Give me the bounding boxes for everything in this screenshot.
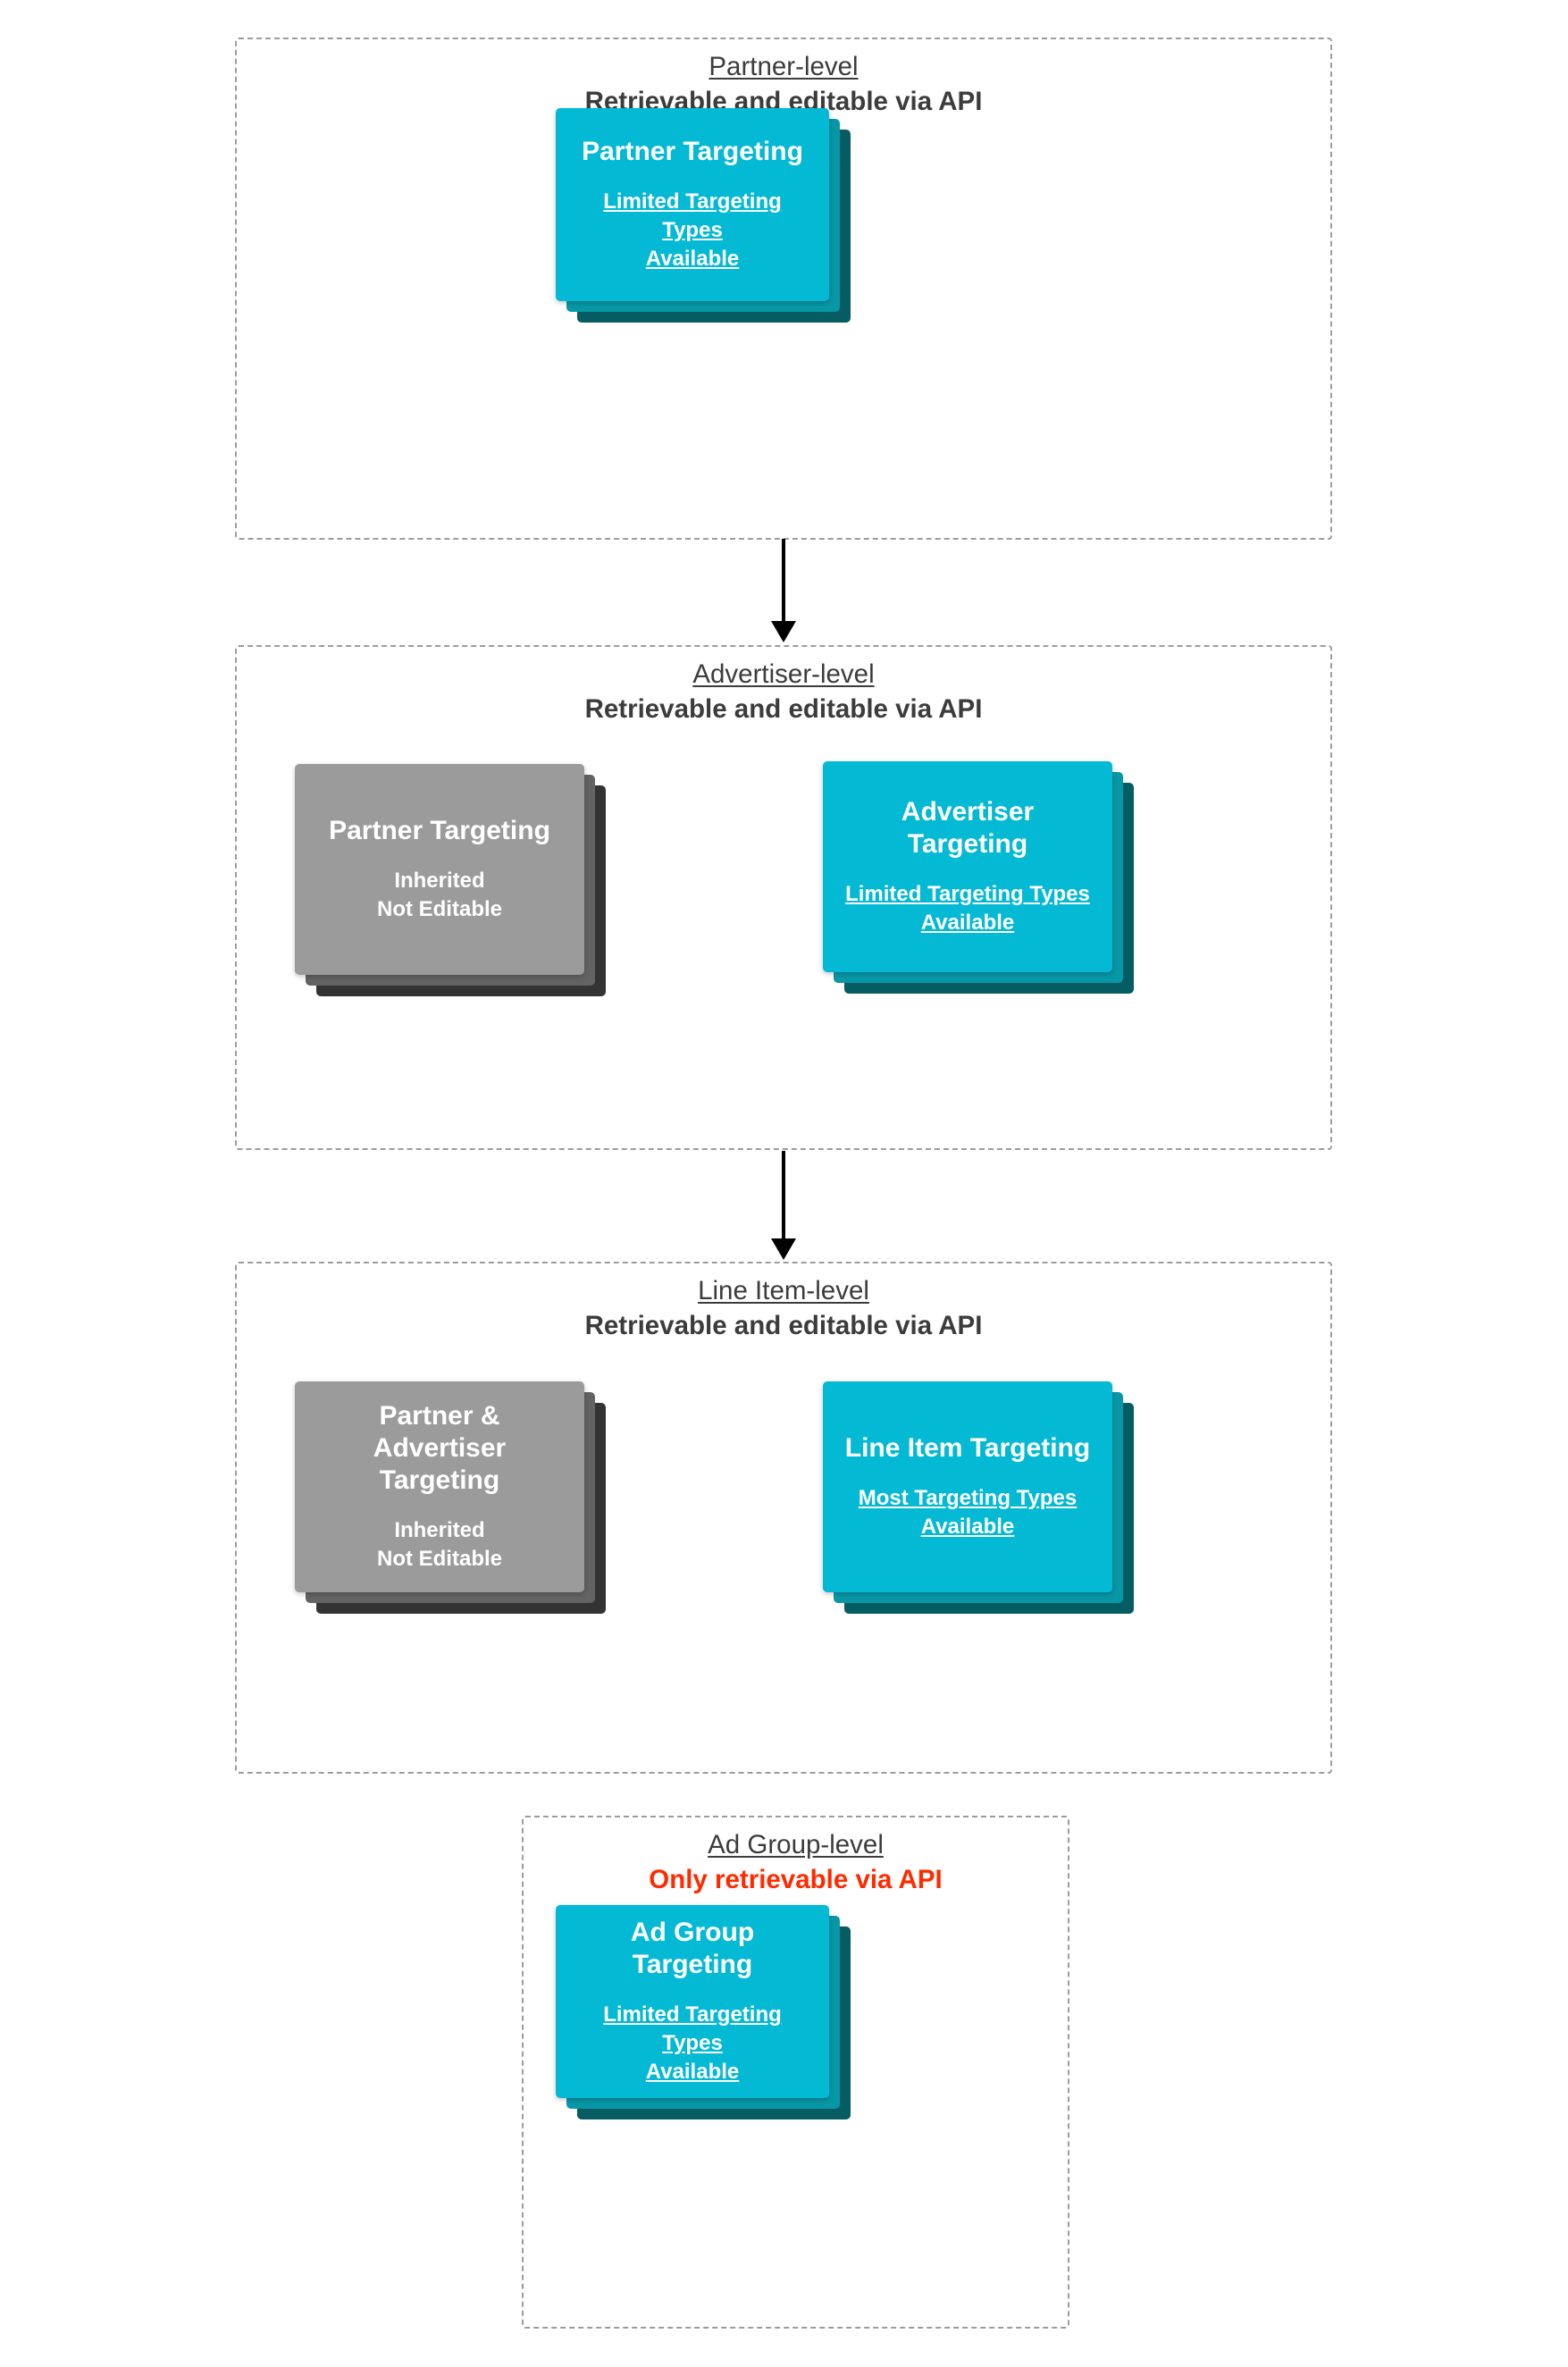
level-title-advertiser: Advertiser-level (692, 659, 875, 689)
card-stack-partner-targeting[interactable]: Partner Targeting Limited Targeting Type… (556, 108, 851, 323)
level-title-lineitem: Line Item-level (698, 1276, 869, 1305)
card-stack-ad-group-targeting[interactable]: Ad Group Targeting Limited Targeting Typ… (556, 1905, 851, 2119)
arrow-head-icon (771, 1238, 796, 1260)
card-title: Partner Targeting (582, 137, 803, 167)
card-stack-line-item-targeting[interactable]: Line Item Targeting Most Targeting Types… (823, 1381, 1134, 1614)
level-subtitle-adgroup: Only retrievable via API (649, 1864, 943, 1894)
level-container-advertiser: Advertiser-level Retrievable and editabl… (235, 645, 1332, 1150)
level-title-partner: Partner-level (709, 52, 859, 81)
card-front-partner-targeting[interactable]: Partner Targeting Limited Targeting Type… (556, 108, 829, 301)
level-subtitle-lineitem: Retrievable and editable via API (584, 1310, 983, 1340)
card-front-inherited-partner-advertiser-targeting[interactable]: Partner & Advertiser Targeting Inherited… (295, 1381, 584, 1592)
level-container-partner: Partner-level Retrievable and editable v… (235, 38, 1332, 540)
card-title: Partner Targeting (329, 816, 550, 846)
level-heading-adgroup: Ad Group-level Only retrievable via API (524, 1830, 1068, 1896)
card-front-advertiser-targeting[interactable]: Advertiser Targeting Limited Targeting T… (823, 761, 1112, 972)
card-stack-advertiser-targeting[interactable]: Advertiser Targeting Limited Targeting T… (823, 761, 1134, 994)
card-stack-inherited-partner-advertiser-targeting[interactable]: Partner & Advertiser Targeting Inherited… (295, 1381, 606, 1614)
level-heading-lineitem: Line Item-level Retrievable and editable… (237, 1276, 1330, 1342)
arrow-head-icon (771, 621, 796, 642)
arrow-partner-to-advertiser (768, 539, 799, 642)
level-heading-advertiser: Advertiser-level Retrievable and editabl… (237, 659, 1330, 726)
card-title: Partner & Advertiser Targeting (373, 1401, 507, 1496)
arrow-shaft (782, 539, 785, 623)
card-front-line-item-targeting[interactable]: Line Item Targeting Most Targeting Types… (823, 1381, 1112, 1592)
card-front-ad-group-targeting[interactable]: Ad Group Targeting Limited Targeting Typ… (556, 1905, 829, 2098)
card-title: Line Item Targeting (844, 1433, 1091, 1464)
level-container-lineitem: Line Item-level Retrievable and editable… (235, 1262, 1332, 1774)
card-title: Advertiser Targeting (901, 797, 1035, 860)
arrow-shaft (782, 1151, 785, 1240)
level-container-adgroup: Ad Group-level Only retrievable via API … (522, 1816, 1069, 2329)
level-title-adgroup: Ad Group-level (708, 1830, 884, 1859)
card-title: Ad Group Targeting (630, 1918, 755, 1980)
arrow-advertiser-to-lineitem (768, 1151, 799, 1260)
level-subtitle-advertiser: Retrievable and editable via API (584, 693, 983, 724)
